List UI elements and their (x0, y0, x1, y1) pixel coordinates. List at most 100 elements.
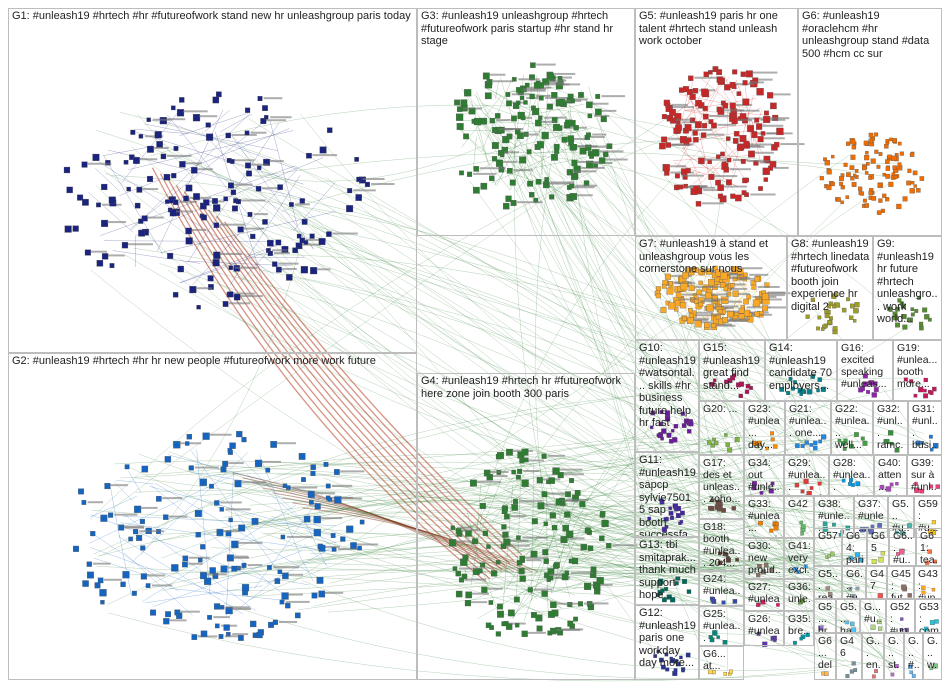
graph-node (257, 165, 262, 170)
node-label-mark (278, 262, 299, 265)
graph-edge (291, 297, 710, 583)
graph-node (318, 238, 326, 245)
graph-node (477, 568, 483, 574)
graph-node (885, 166, 890, 171)
graph-edge (215, 215, 519, 559)
graph-node (708, 173, 715, 180)
group-g13: G13: tbi smitaprak... thank much support… (635, 537, 699, 605)
graph-edge (475, 91, 729, 442)
node-label-mark (476, 480, 501, 483)
graph-node (561, 136, 568, 143)
graph-node (64, 225, 72, 233)
graph-node (136, 186, 143, 193)
graph-edge (254, 493, 323, 590)
graph-node (455, 590, 463, 598)
graph-edge (480, 569, 761, 635)
group-g52: G52: #un... (886, 599, 915, 633)
graph-edge (459, 127, 482, 153)
node-label-mark (516, 201, 543, 204)
graph-node (227, 448, 233, 453)
graph-node (199, 478, 207, 486)
graph-node (877, 183, 882, 188)
node-label-mark (169, 619, 187, 622)
node-label-mark (340, 497, 363, 500)
group-label: G3: #unleash19 unleashgroup #hrtech #fut… (421, 10, 613, 47)
node-label-mark (590, 583, 613, 586)
graph-edge (120, 432, 676, 479)
node-label-mark (527, 631, 546, 634)
node-label-mark (733, 159, 748, 162)
graph-node (108, 196, 116, 204)
node-label-mark (243, 227, 264, 230)
node-label-mark (572, 170, 597, 173)
node-label-mark (577, 161, 601, 164)
graph-edge (88, 530, 179, 592)
graph-node (548, 477, 555, 484)
graph-node (524, 82, 530, 88)
node-label-mark (316, 268, 331, 271)
graph-node (484, 92, 492, 100)
graph-edge (220, 113, 253, 132)
group-g61: G61: tea... (916, 528, 942, 566)
graph-edge (302, 580, 877, 671)
group-g42: G42 (784, 496, 814, 538)
graph-edge (511, 535, 576, 619)
graph-node (601, 519, 609, 528)
graph-node (560, 536, 568, 543)
graph-node (81, 161, 88, 168)
graph-edge (194, 464, 927, 528)
node-label-mark (461, 529, 480, 532)
node-label-mark (559, 468, 583, 471)
graph-edge (119, 534, 132, 597)
graph-node (599, 535, 605, 541)
node-label-mark (769, 117, 790, 120)
node-label-mark (285, 600, 310, 603)
group-gq5: G... #... (904, 633, 923, 680)
graph-node (298, 453, 306, 460)
node-label-mark (495, 119, 511, 122)
graph-node (296, 233, 302, 239)
graph-node (845, 195, 850, 199)
graph-node (511, 115, 517, 122)
node-label-mark (233, 556, 250, 559)
graph-node (241, 584, 250, 592)
node-label-mark (292, 486, 318, 489)
group-label: G5... hr... (818, 601, 833, 633)
graph-edge (151, 485, 289, 600)
graph-node (891, 172, 896, 176)
graph-node (826, 184, 832, 191)
graph-node (272, 261, 278, 267)
graph-edge (131, 146, 717, 563)
group-label: G... st... (888, 635, 900, 680)
graph-node (740, 158, 746, 164)
graph-edge (252, 220, 723, 561)
graph-edge (130, 467, 715, 570)
group-label: G23: #unlea... day... (748, 403, 780, 451)
group-label: G25: #unlea... culture... (703, 608, 741, 645)
graph-node (241, 562, 247, 568)
graph-node (212, 96, 220, 104)
graph-node (498, 166, 505, 173)
graph-edge (282, 436, 806, 550)
graph-node (568, 558, 574, 564)
graph-node (889, 137, 893, 142)
graph-node (910, 152, 915, 157)
graph-node (685, 168, 691, 174)
graph-node (146, 175, 154, 183)
graph-node (500, 152, 505, 158)
graph-node (571, 173, 578, 180)
group-label: G... #u... (864, 601, 882, 633)
graph-node (529, 93, 535, 100)
graph-node (739, 135, 747, 143)
node-label-mark (140, 506, 158, 509)
graph-node (228, 517, 233, 523)
node-label-mark (774, 166, 789, 169)
graph-node (275, 266, 282, 273)
graph-edge (248, 258, 275, 275)
group-g9: G9: #unleash19 hr future #hrtech unleash… (873, 236, 942, 340)
node-label-mark (541, 81, 565, 84)
graph-node (460, 558, 468, 566)
graph-node (82, 198, 89, 206)
graph-node (277, 569, 283, 575)
graph-edge (130, 118, 269, 230)
